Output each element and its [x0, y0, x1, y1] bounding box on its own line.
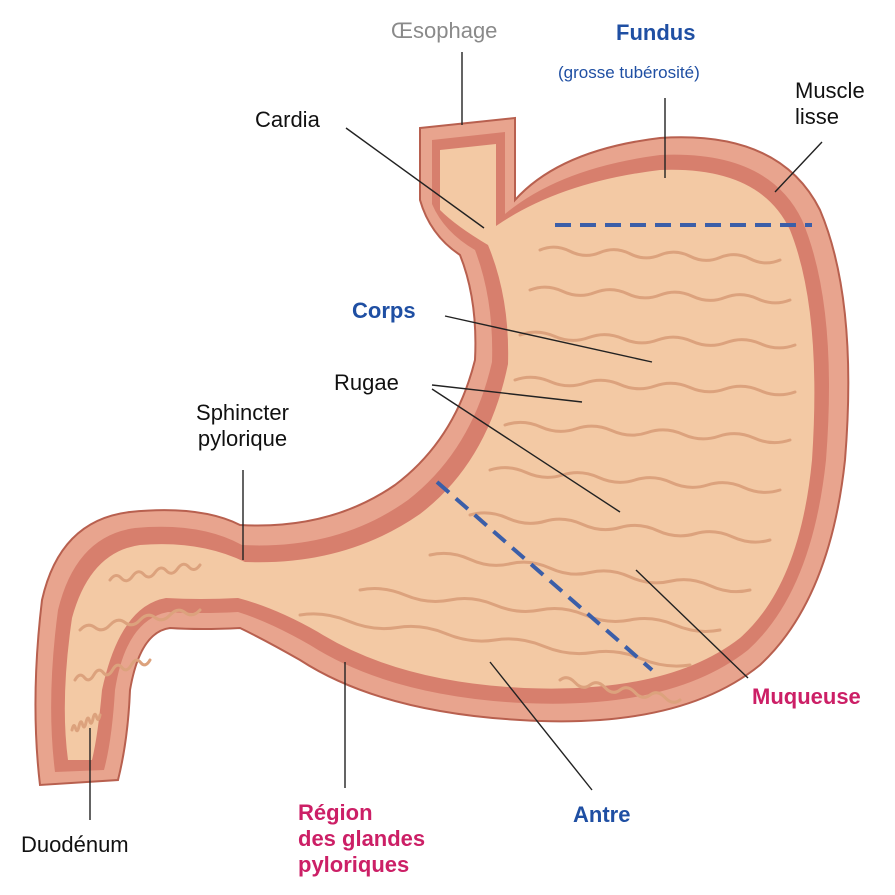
label-cardia: Cardia — [255, 107, 320, 133]
label-pyloric-sphincter: Sphincter pylorique — [180, 400, 305, 452]
label-fundus-note: (grosse tubérosité) — [558, 63, 700, 83]
label-esophagus: Œsophage — [391, 18, 497, 44]
label-smooth-muscle: Muscle lisse — [795, 78, 865, 130]
label-rugae: Rugae — [334, 370, 399, 396]
label-mucosa: Muqueuse — [752, 684, 861, 710]
label-antrum: Antre — [573, 802, 630, 828]
label-duodenum: Duodénum — [21, 832, 129, 858]
label-pyloric-gland-region: Région des glandes pyloriques — [298, 800, 425, 878]
label-body: Corps — [352, 298, 416, 324]
label-fundus: Fundus — [616, 20, 695, 46]
